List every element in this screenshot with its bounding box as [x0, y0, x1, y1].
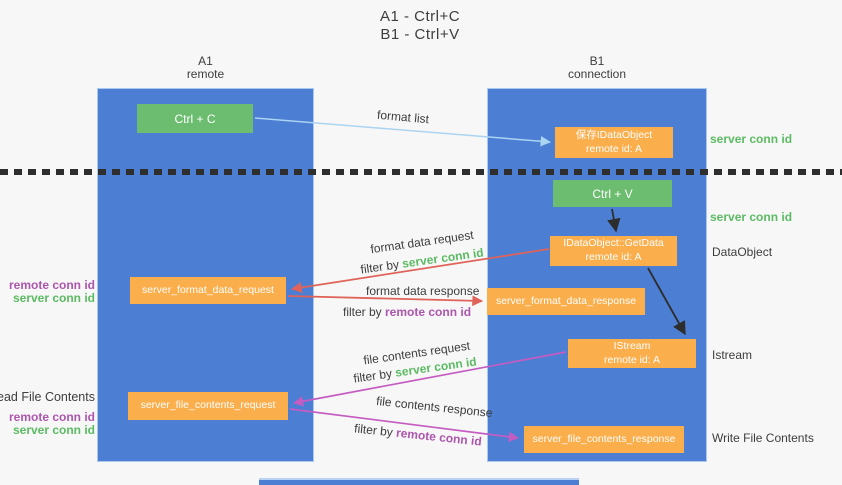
- lane-b-header: B1 connection: [487, 55, 707, 81]
- remote-conn-id-left-bottom: remote conn id: [8, 410, 95, 424]
- istream-line2: remote id: A: [603, 353, 661, 366]
- filter-by-text: filter by: [352, 365, 397, 386]
- server-format-data-response-label: server_format_data_response: [495, 294, 637, 307]
- diagram-title: A1 - Ctrl+C B1 - Ctrl+V: [300, 8, 540, 44]
- filter-by-text: filter by: [353, 421, 397, 440]
- title-line-1: A1 - Ctrl+C: [379, 8, 461, 25]
- lane-a-subtitle: remote: [186, 67, 225, 81]
- server-format-data-request-label: server_format_data_request: [142, 283, 274, 296]
- remote-conn-id-left-top: remote conn id: [8, 278, 95, 292]
- save-idataobject-node: 保存IDataObject remote id: A: [555, 127, 673, 158]
- istream-side-label: Istream: [712, 348, 753, 362]
- server-file-contents-response-label: server_file_contents_response: [532, 432, 676, 445]
- server-file-contents-response-node: server_file_contents_response: [524, 426, 684, 453]
- istream-line1: IStream: [613, 339, 651, 352]
- remote-conn-id-text: remote conn id: [395, 425, 483, 449]
- getdata-line2: remote id: A: [585, 251, 642, 263]
- filter-by-remote-conn-id-label-1: filter by remote conn id: [343, 305, 471, 319]
- lane-b-subtitle: connection: [567, 67, 627, 81]
- ctrl-c-label: Ctrl + C: [174, 111, 216, 126]
- server-conn-id-right-mid: server conn id: [710, 210, 793, 224]
- getdata-line1: IDataObject::GetData: [563, 237, 664, 250]
- format-data-response-label: format data response: [366, 284, 480, 298]
- filter-by-remote-conn-id-label-2: filter by remote conn id: [354, 421, 483, 448]
- format-list-label: format list: [376, 107, 430, 127]
- lane-a-header: A1 remote: [97, 55, 314, 81]
- dataobject-label: DataObject: [712, 245, 773, 259]
- dotted-divider-line: [0, 169, 842, 175]
- remote-conn-id-text: remote conn id: [385, 305, 472, 319]
- server-conn-id-right-top: server conn id: [710, 132, 793, 146]
- server-conn-id-left-top: server conn id: [12, 291, 95, 305]
- title-line-2: B1 - Ctrl+V: [380, 26, 460, 43]
- read-file-contents-label: Read File Contents: [0, 390, 95, 404]
- save-idataobject-line2: remote id: A: [585, 142, 643, 155]
- ctrl-c-node: Ctrl + C: [137, 104, 253, 133]
- server-conn-id-left-bottom: server conn id: [12, 423, 95, 437]
- idataobject-getdata-node: IDataObject::GetData remote id: A: [550, 236, 677, 266]
- server-format-data-request-node: server_format_data_request: [130, 277, 286, 304]
- server-format-data-response-node: server_format_data_response: [487, 288, 645, 315]
- istream-node: IStream remote id: A: [568, 339, 696, 368]
- lane-a-name: A1: [198, 54, 213, 68]
- write-file-contents-label: Write File Contents: [712, 431, 814, 445]
- file-contents-response-label: file contents response: [375, 393, 494, 421]
- ctrl-v-node: Ctrl + V: [553, 180, 672, 207]
- filter-by-text: filter by: [343, 305, 386, 319]
- save-idataobject-line1: 保存IDataObject: [575, 128, 653, 141]
- server-file-contents-request-node: server_file_contents_request: [128, 392, 288, 420]
- filter-by-text: filter by: [359, 256, 404, 277]
- bottom-window-edge: [259, 478, 579, 485]
- ctrl-v-label: Ctrl + V: [592, 186, 633, 201]
- lane-b-name: B1: [589, 54, 605, 68]
- server-file-contents-request-label: server_file_contents_request: [140, 399, 276, 412]
